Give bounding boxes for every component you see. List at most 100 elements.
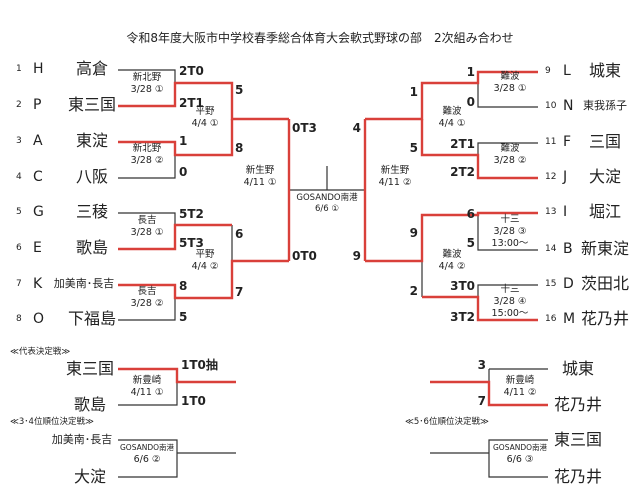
round1-score: 5T2 xyxy=(179,207,204,221)
round1-score: 5 xyxy=(179,310,188,324)
final-date: 6/6 ① xyxy=(314,203,339,214)
round1-score: 3T2 xyxy=(450,310,475,324)
round1-score: 5 xyxy=(466,236,475,250)
team-number: 16 xyxy=(545,314,557,324)
team-code: O xyxy=(33,311,45,327)
page-title: 令和8年度大阪市中学校春季総合体育大会軟式野球の部 2次組み合わせ xyxy=(126,31,514,45)
venue-line: 4/11 ② xyxy=(378,176,412,188)
round1-score: 1 xyxy=(466,65,475,79)
fifth-bottom-team: 花乃井 xyxy=(553,467,603,486)
round2-score: 2 xyxy=(409,284,418,298)
round3-score: 0T0 xyxy=(292,249,317,263)
lines-black xyxy=(118,69,548,478)
final-venue-name: GOSANDO南港 xyxy=(296,193,358,203)
team-code: G xyxy=(33,204,44,220)
venue-line: 13:00～ xyxy=(491,237,529,249)
round1-score: 2T2 xyxy=(450,165,475,179)
team-number: 5 xyxy=(16,207,22,217)
team-code: E xyxy=(33,240,42,256)
round2-score: 1 xyxy=(409,85,418,99)
round1-score: 2T0 xyxy=(179,64,204,78)
venue-date: 4/11 ② xyxy=(503,386,537,398)
team-number: 10 xyxy=(545,101,557,111)
venue-name: 新豊崎 xyxy=(132,375,162,386)
venue-line: 平野 xyxy=(195,106,215,117)
team-code: P xyxy=(33,97,42,113)
venue-line: 4/4 ① xyxy=(438,117,466,129)
third-bottom-team: 大淀 xyxy=(73,467,107,486)
round2-score: 5 xyxy=(235,83,244,97)
team-number: 12 xyxy=(545,172,557,182)
team-name: 加美南･長吉 xyxy=(53,277,115,290)
venue-line: 新北野 xyxy=(132,143,162,154)
round1-score: 2T1 xyxy=(450,137,475,151)
round1-score: 2T1 xyxy=(179,96,204,110)
round1-score: 0 xyxy=(179,165,188,179)
team-code: K xyxy=(33,276,43,292)
venue-date: 6/6 ② xyxy=(133,453,161,465)
team-name: 城東 xyxy=(588,61,622,80)
team-code: M xyxy=(563,311,576,327)
team-name: 花乃井 xyxy=(580,309,630,328)
venue-line: 15:00～ xyxy=(491,307,529,319)
venue-line: 3/28 ② xyxy=(130,297,164,309)
rep-right-bottom-team: 花乃井 xyxy=(553,395,603,414)
round2-score: 6 xyxy=(235,227,244,241)
team-code: D xyxy=(563,276,574,292)
team-number: 4 xyxy=(16,172,22,182)
venue-line: 新生野 xyxy=(380,165,410,176)
team-number: 9 xyxy=(545,66,551,76)
round3-score: 4 xyxy=(352,121,361,135)
venue-line: 難波 xyxy=(500,71,520,82)
final-venue: GOSANDO南港 6/6 ① xyxy=(296,193,357,214)
venue-line: 十三 xyxy=(500,284,520,295)
venue-name: GOSANDO南港 xyxy=(492,443,548,452)
venue-line: 平野 xyxy=(195,249,215,260)
team-name: 歌島 xyxy=(75,238,109,257)
team-code: F xyxy=(563,134,572,150)
team-number: 1 xyxy=(16,64,22,74)
team-name: 三国 xyxy=(588,132,622,151)
venue-name: GOSANDO南港 xyxy=(119,443,175,452)
rep-right-score-top: 3 xyxy=(477,358,486,372)
third-heading: ≪3･4位順位決定戦≫ xyxy=(10,417,94,427)
team-number: 15 xyxy=(545,279,557,289)
venue-line: 新北野 xyxy=(132,72,162,83)
venue-line: 3/28 ① xyxy=(130,226,164,238)
team-name: 三稜 xyxy=(75,202,109,221)
round2-score: 7 xyxy=(235,285,244,299)
venue-line: 4/4 ② xyxy=(191,260,219,272)
venue-line: 3/28 ② xyxy=(493,154,527,166)
team-number: 13 xyxy=(545,207,557,217)
rep-left-score-top: 1T0抽 xyxy=(181,358,218,372)
rep-right-top-team: 城東 xyxy=(561,359,595,378)
venue-date: 6/6 ③ xyxy=(506,453,534,465)
round1-score: 5T3 xyxy=(179,236,204,250)
venue-line: 3/28 ① xyxy=(130,83,164,95)
team-name: 堀江 xyxy=(588,202,622,221)
venue-line: 3/28 ④ xyxy=(493,295,527,307)
third-top-team: 加美南･長吉 xyxy=(51,433,113,446)
venue-date: 4/11 ① xyxy=(130,386,164,398)
venue-line: 十三 xyxy=(500,214,520,225)
venue-line: 4/4 ② xyxy=(438,260,466,272)
venue-line: 長吉 xyxy=(137,286,157,297)
venue-line: 難波 xyxy=(442,249,462,260)
team-code: L xyxy=(563,63,571,79)
venue-name: 新豊崎 xyxy=(505,375,535,386)
venue-line: 3/28 ① xyxy=(493,82,527,94)
